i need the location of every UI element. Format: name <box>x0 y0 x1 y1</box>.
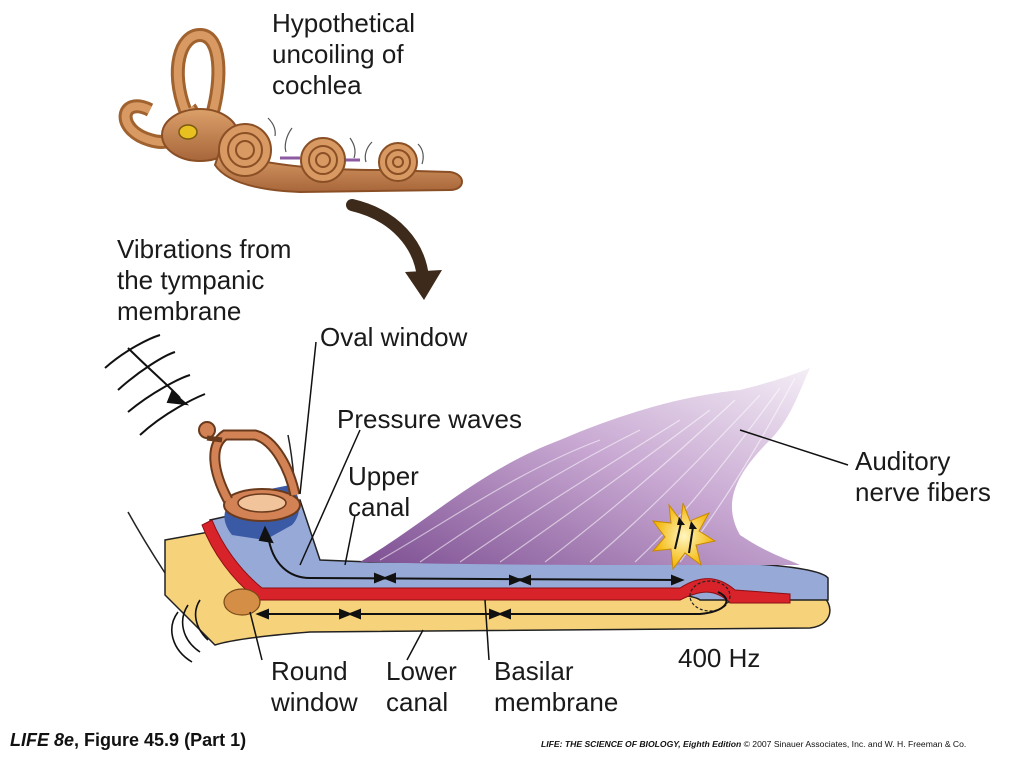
label-frequency: 400 Hz <box>678 643 761 673</box>
label-pressure-waves: Pressure waves <box>337 404 522 434</box>
label-upper-canal: Upper canal <box>348 461 419 522</box>
copyright-caption: LIFE: THE SCIENCE OF BIOLOGY, Eighth Edi… <box>541 739 966 749</box>
label-oval-window: Oval window <box>320 322 468 352</box>
auditory-nerve-shape <box>360 368 810 565</box>
label-uncoiling: Hypothetical uncoiling of cochlea <box>272 8 416 100</box>
book-title: LIFE 8e <box>10 730 75 750</box>
label-round-window: Round window <box>271 656 358 717</box>
round-window-vibration-arcs <box>171 599 209 663</box>
label-lower-canal: Lower canal <box>386 656 457 717</box>
label-basilar-membrane: Basilar membrane <box>494 656 619 717</box>
round-window-shape <box>223 588 261 616</box>
label-vibrations: Vibrations from the tympanic membrane <box>117 234 292 326</box>
figure-caption: LIFE 8e, Figure 45.9 (Part 1) <box>10 730 246 751</box>
vibration-arcs <box>104 334 206 436</box>
stapes <box>198 421 301 540</box>
activation-burst <box>651 502 717 571</box>
source-title: LIFE: THE SCIENCE OF BIOLOGY, Eighth Edi… <box>541 739 742 749</box>
figure-number: , Figure 45.9 (Part 1) <box>74 730 247 750</box>
copyright-text: © 2007 Sinauer Associates, Inc. and W. H… <box>741 739 967 749</box>
label-auditory-nerve: Auditory nerve fibers <box>855 446 991 507</box>
uncoiled-cochlea <box>127 368 831 646</box>
uncoiling-cochlea-illustration <box>118 27 463 194</box>
transition-arrow <box>346 199 442 300</box>
leader-lines <box>249 341 849 661</box>
basilar-membrane-shape <box>201 519 791 604</box>
